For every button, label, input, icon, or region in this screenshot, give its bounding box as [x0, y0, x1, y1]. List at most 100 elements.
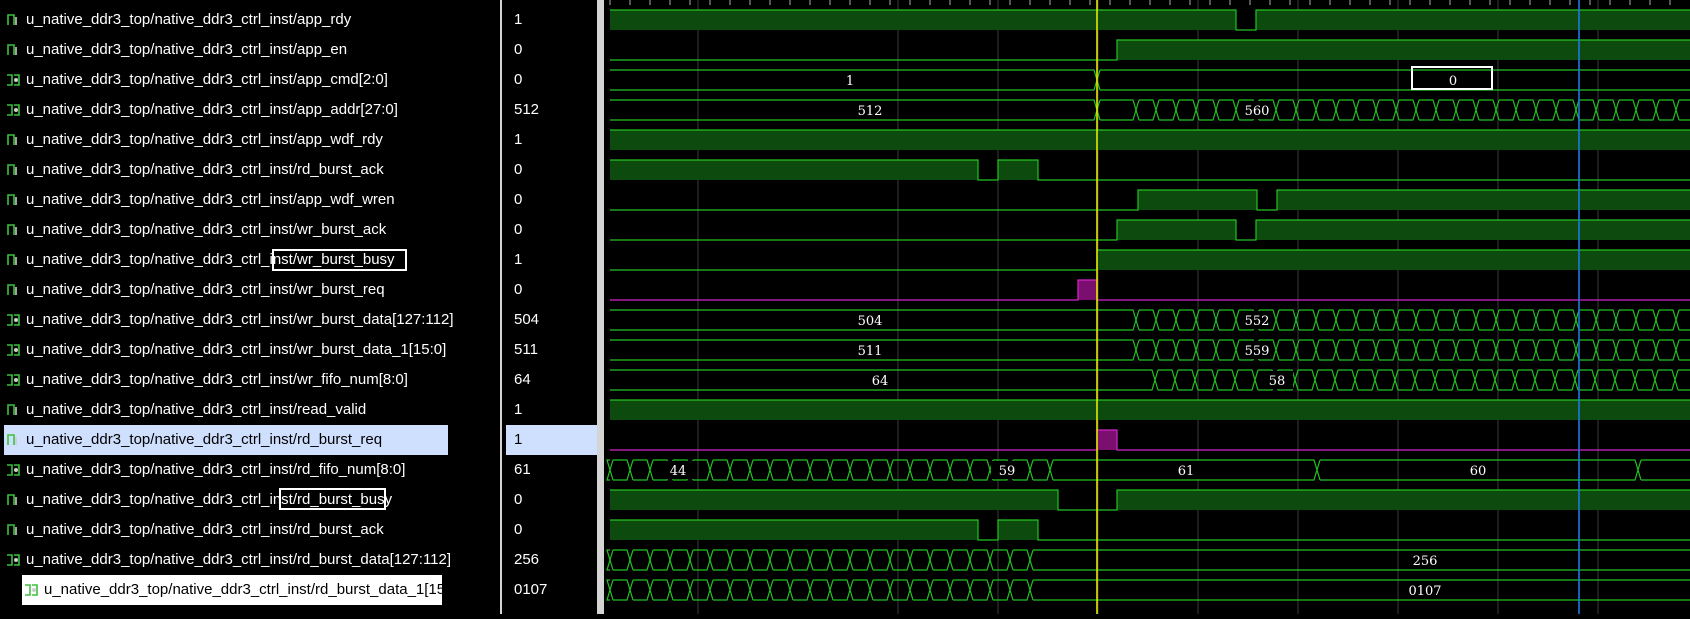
bus-signal-icon [7, 74, 20, 86]
bit-signal-icon [7, 44, 17, 56]
bus-value-label: 60 [1470, 464, 1487, 479]
bit-high-region [1117, 490, 1690, 510]
signal-value-cell[interactable]: 1 [506, 425, 598, 455]
signal-value-cell[interactable]: 0 [506, 515, 598, 545]
signal-name-row[interactable]: u_native_ddr3_top/native_ddr3_ctrl_inst/… [4, 35, 448, 65]
signal-name-label: u_native_ddr3_top/native_ddr3_ctrl_inst/… [26, 101, 398, 119]
bus-label-bg [854, 341, 886, 359]
signal-value-text: 0 [514, 161, 523, 178]
bit-waveform [610, 189, 1690, 211]
signal-value-cell[interactable]: 1 [506, 395, 598, 425]
signal-name-label: u_native_ddr3_top/native_ddr3_ctrl_inst/… [26, 131, 383, 149]
highlight-box [1411, 66, 1493, 90]
pane-divider-waveform[interactable] [597, 0, 604, 614]
signal-value-cell[interactable]: 1 [506, 5, 598, 35]
signal-name-row[interactable]: u_native_ddr3_top/native_ddr3_ctrl_inst/… [4, 545, 452, 575]
signal-name-label: u_native_ddr3_top/native_ddr3_ctrl_inst/… [26, 431, 383, 449]
signal-value-cell[interactable]: 0 [506, 185, 598, 215]
signal-value-cell[interactable]: 504 [506, 305, 598, 335]
bit-high-region [998, 520, 1038, 540]
bus-value-label: 504 [858, 314, 883, 329]
bit-waveform [610, 489, 1690, 511]
signal-value-cell[interactable]: 0 [506, 485, 598, 515]
bus-label-bg [854, 311, 886, 329]
signal-name-row[interactable]: u_native_ddr3_top/native_ddr3_ctrl_inst/… [4, 365, 448, 395]
bit-signal-icon [7, 254, 17, 266]
signal-value-cell[interactable]: 0 [506, 275, 598, 305]
bit-high-region [1277, 190, 1690, 210]
signal-name-row[interactable]: u_native_ddr3_top/native_ddr3_ctrl_inst/… [4, 65, 448, 95]
bus-label-bg [1241, 311, 1273, 329]
signal-name-row[interactable]: u_native_ddr3_top/native_ddr3_ctrl_inst/… [4, 485, 448, 515]
signal-value-text: 1 [514, 11, 523, 28]
bit-high-region [1097, 250, 1690, 270]
bit-signal-icon [7, 134, 17, 146]
signal-name-row[interactable]: u_native_ddr3_top/native_ddr3_ctrl_inst/… [4, 95, 448, 125]
signal-value-cell[interactable]: 0 [506, 215, 598, 245]
bit-signal-icon [7, 14, 17, 26]
bus-waveform [606, 459, 1690, 481]
bit-high-region [610, 400, 1690, 420]
signal-name-row[interactable]: u_native_ddr3_top/native_ddr3_ctrl_inst/… [4, 5, 448, 35]
bus-label-bg [662, 461, 694, 479]
signal-value-cell[interactable]: 64 [506, 365, 598, 395]
bus-value-label: 512 [858, 104, 883, 119]
signal-name-row[interactable]: u_native_ddr3_top/native_ddr3_ctrl_inst/… [22, 575, 462, 605]
signal-value-cell[interactable]: 0 [506, 35, 598, 65]
bus-label-bg [864, 371, 896, 389]
signal-name-row[interactable]: u_native_ddr3_top/native_ddr3_ctrl_inst/… [4, 455, 448, 485]
bit-waveform [610, 159, 1690, 181]
signal-name-row[interactable]: u_native_ddr3_top/native_ddr3_ctrl_inst/… [4, 215, 448, 245]
signal-name-row[interactable]: u_native_ddr3_top/native_ddr3_ctrl_inst/… [4, 155, 448, 185]
signal-value-cell[interactable]: 1 [506, 245, 598, 275]
signal-name-label: u_native_ddr3_top/native_ddr3_ctrl_inst/… [26, 341, 447, 359]
signal-name-label: u_native_ddr3_top/native_ddr3_ctrl_inst/… [26, 521, 384, 539]
signal-name-row[interactable]: u_native_ddr3_top/native_ddr3_ctrl_inst/… [4, 305, 454, 335]
signal-value-cell[interactable]: 0 [506, 65, 598, 95]
signal-value-cell[interactable]: 256 [506, 545, 598, 575]
signal-name-row[interactable]: u_native_ddr3_top/native_ddr3_ctrl_inst/… [4, 245, 448, 275]
bit-high-region [610, 490, 1058, 510]
bit-signal-icon [7, 494, 17, 506]
signal-name-row[interactable]: u_native_ddr3_top/native_ddr3_ctrl_inst/… [4, 125, 448, 155]
signal-value-text: 0 [514, 221, 523, 238]
bus-signal-icon [7, 314, 20, 326]
bus-label-bg [991, 461, 1023, 479]
bit-high-region [610, 130, 1690, 150]
bus-value-label: 58 [1269, 374, 1286, 389]
signal-name-label: u_native_ddr3_top/native_ddr3_ctrl_inst/… [26, 491, 393, 509]
signal-value-cell[interactable]: 512 [506, 95, 598, 125]
signal-name-row[interactable]: u_native_ddr3_top/native_ddr3_ctrl_inst/… [4, 185, 448, 215]
signal-value-text: 0 [514, 71, 523, 88]
signal-value-text: 256 [514, 551, 540, 568]
signal-value-text: 1 [514, 131, 523, 148]
signal-value-cell[interactable]: 511 [506, 335, 598, 365]
bus-value-label: 64 [872, 374, 889, 389]
signal-value-text: 1 [514, 251, 523, 268]
bit-high-region [1117, 220, 1236, 240]
bit-signal-icon [7, 524, 17, 536]
signal-value-text: 512 [514, 101, 540, 118]
signal-name-row[interactable]: u_native_ddr3_top/native_ddr3_ctrl_inst/… [4, 395, 448, 425]
signal-value-cell[interactable]: 1 [506, 125, 598, 155]
signal-name-row[interactable]: u_native_ddr3_top/native_ddr3_ctrl_inst/… [4, 425, 448, 455]
signal-value-cell[interactable]: 0 [506, 155, 598, 185]
signal-value-cell[interactable]: 61 [506, 455, 598, 485]
bit-waveform [610, 519, 1690, 541]
signal-value-cell[interactable]: 0107 [506, 575, 598, 605]
pane-divider[interactable] [500, 0, 502, 614]
signal-name-label: u_native_ddr3_top/native_ddr3_ctrl_inst/… [26, 551, 452, 569]
signal-value-text: 0 [514, 491, 523, 508]
signal-name-row[interactable]: u_native_ddr3_top/native_ddr3_ctrl_inst/… [4, 335, 448, 365]
bus-label-bg [1462, 461, 1494, 479]
bus-label-bg [1241, 101, 1273, 119]
bus-label-bg [1409, 551, 1441, 569]
bus-value-label: 44 [670, 464, 687, 479]
signal-name-row[interactable]: u_native_ddr3_top/native_ddr3_ctrl_inst/… [4, 515, 448, 545]
signal-name-row[interactable]: u_native_ddr3_top/native_ddr3_ctrl_inst/… [4, 275, 448, 305]
bit-waveform [610, 219, 1690, 241]
bit-high-region [1078, 280, 1097, 300]
bit-waveform [610, 279, 1690, 301]
